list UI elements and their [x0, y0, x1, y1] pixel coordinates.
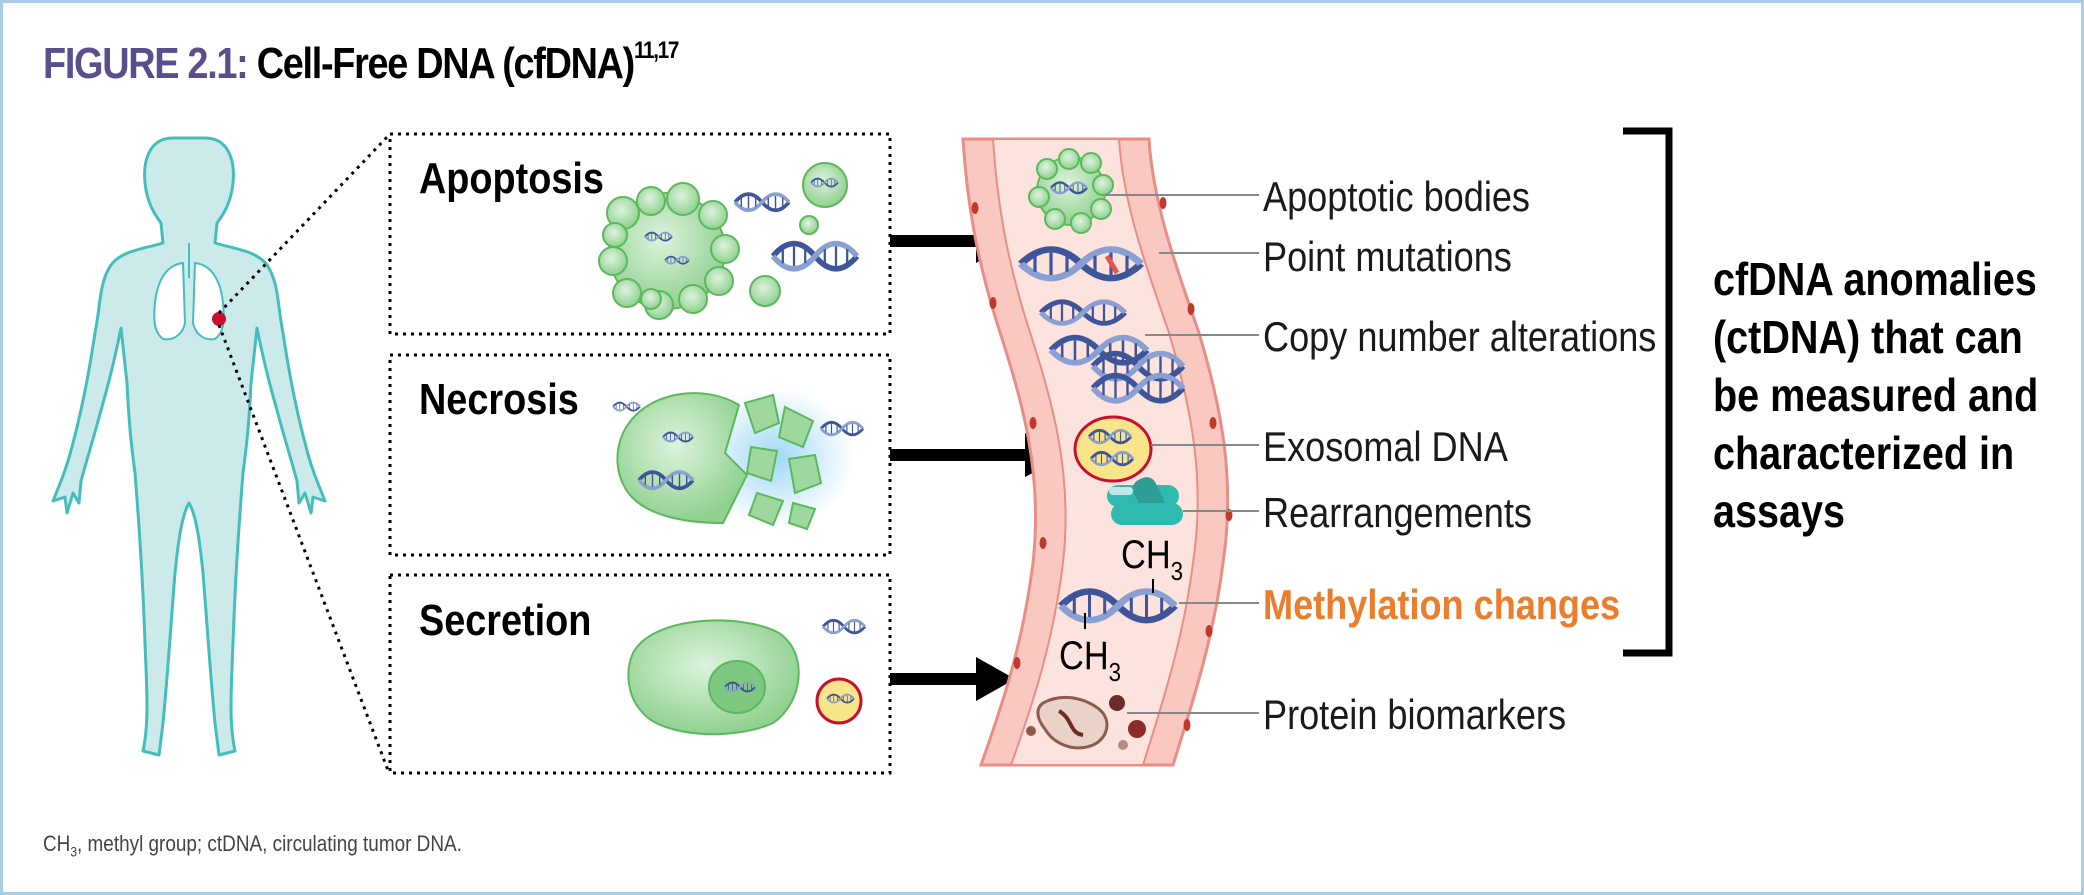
summary-line-4: characterized in [1713, 428, 2014, 479]
apoptosis-panel [388, 132, 892, 336]
source-label-apoptosis: Apoptosis [419, 153, 604, 202]
methylation-dna-icon [1061, 579, 1175, 629]
figure-references: 11,17 [633, 37, 679, 65]
figure-title-text: Cell-Free DNA (cfDNA) [256, 39, 636, 88]
summary-line-2: (ctDNA) that can [1713, 312, 2023, 363]
summary-line-3: be measured and [1713, 370, 2038, 421]
exosomal-dna-icon [1073, 415, 1153, 483]
cfdna-diagram: Apoptosis Necrosis Secretion [51, 127, 2038, 775]
methyl-label-lower: CH3 [1059, 633, 1121, 688]
source-label-necrosis: Necrosis [419, 374, 579, 423]
summary-text: cfDNA anomalies (ctDNA) that can be meas… [1713, 254, 2038, 537]
label-methylation-changes: Methylation changes [1263, 583, 1620, 629]
point-mutation-dna-icon [1021, 249, 1141, 278]
apoptotic-cell-illustration [598, 162, 848, 320]
summary-line-5: assays [1713, 486, 1845, 537]
tumor-marker [212, 312, 226, 326]
human-body-figure [51, 133, 391, 774]
figure-number: FIGURE 2.1: [43, 39, 249, 88]
vessel-contents: CH3 CH3 [1021, 148, 1183, 750]
rearrangement-chromosome-icon [1107, 477, 1183, 525]
label-protein-biomarkers: Protein biomarkers [1263, 693, 1566, 739]
protein-biomarker-icon [1026, 695, 1146, 750]
label-exosomal-dna: Exosomal DNA [1263, 425, 1509, 471]
secretion-panel [388, 573, 892, 775]
label-copy-number-alterations: Copy number alterations [1263, 315, 1656, 361]
necrotic-cell-illustration [616, 388, 855, 531]
summary-bracket [1623, 127, 1673, 657]
figure-footnote: CH3, methyl group; ctDNA, circulating tu… [43, 831, 462, 860]
figure-title: FIGURE 2.1: Cell-Free DNA (cfDNA)11,17 [43, 37, 679, 89]
summary-line-1: cfDNA anomalies [1713, 254, 2037, 305]
label-rearrangements: Rearrangements [1263, 491, 1532, 537]
secreting-cell-illustration [627, 619, 863, 736]
source-panels: Apoptosis Necrosis Secretion [388, 132, 1067, 775]
methyl-label-upper: CH3 [1121, 532, 1183, 587]
source-label-secretion: Secretion [419, 595, 591, 644]
label-apoptotic-bodies: Apoptotic bodies [1263, 175, 1530, 221]
label-point-mutations: Point mutations [1263, 235, 1512, 281]
vessel-label-leaders [1105, 194, 1259, 714]
